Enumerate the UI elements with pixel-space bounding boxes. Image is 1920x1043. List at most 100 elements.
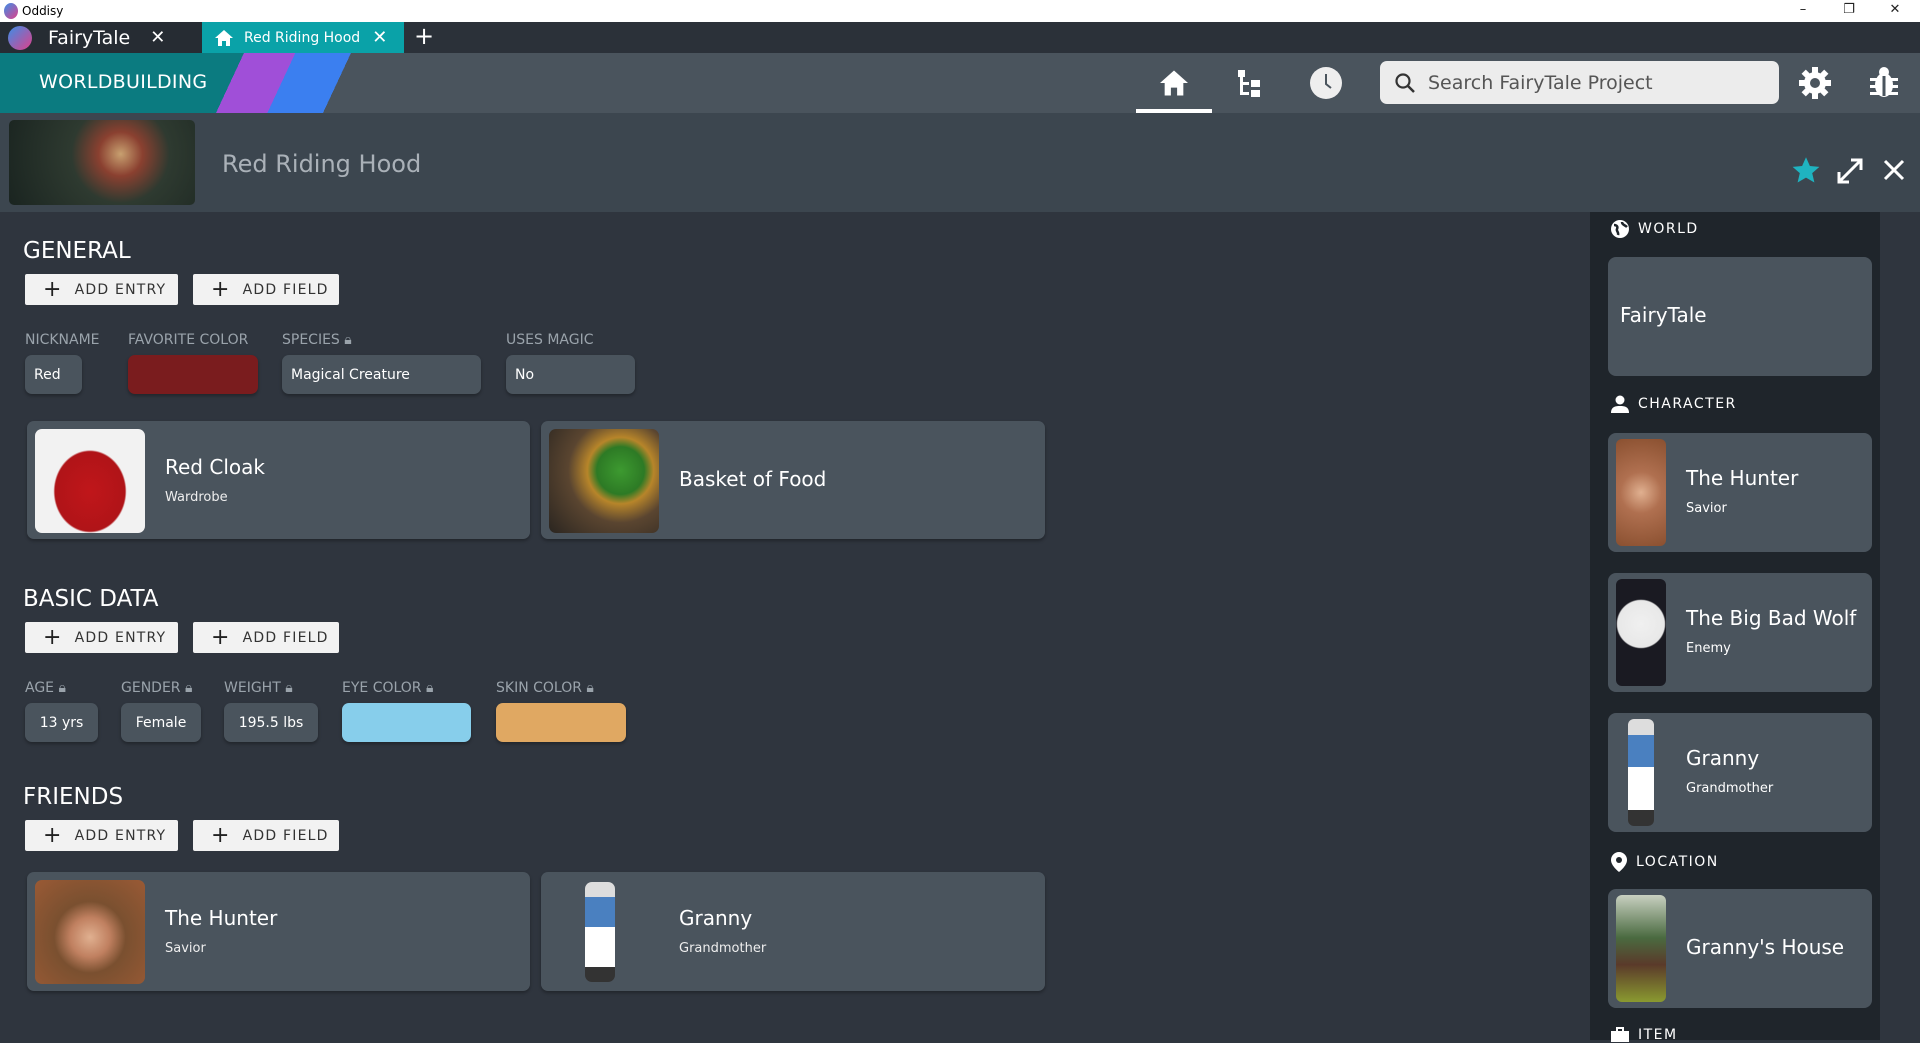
lock-icon: 🔒︎ [285,680,293,696]
home-icon [215,29,233,46]
item-name: Granny's House [1686,935,1845,959]
button-label: ADD ENTRY [74,629,167,646]
eye-color-swatch[interactable] [342,703,471,742]
gender-field[interactable]: Female [121,703,201,742]
sidebar-item-the-big-bad-wolf[interactable]: The Big Bad Wolf Enemy [1608,573,1872,692]
card-name: Basket of Food [679,467,827,491]
section-title: WORLDBUILDING [39,71,208,93]
tab-red-riding-hood[interactable]: Red Riding Hood ✕ [202,22,404,53]
card-the-hunter[interactable]: The Hunter Savior [27,872,530,991]
item-name: Granny [1686,746,1760,770]
weight-field[interactable]: 195.5 lbs [224,703,318,742]
debug-button[interactable] [1862,61,1906,105]
add-field-button[interactable]: +ADD FIELD [193,274,339,305]
granny-image [585,882,615,982]
bug-icon [1870,67,1898,97]
card-basket-of-food[interactable]: Basket of Food [541,421,1045,539]
lock-icon: 🔒︎ [344,332,352,348]
new-tab-button[interactable]: + [414,22,435,50]
card-granny[interactable]: Granny Grandmother [541,872,1045,991]
nickname-field[interactable]: Red [25,355,82,394]
label-text: SPECIES [282,332,340,348]
tab-bar: FairyTale ✕ Red Riding Hood ✕ + [0,22,1920,53]
add-entry-button[interactable]: +ADD ENTRY [25,622,178,653]
hunter-image [35,880,145,984]
heading-text: LOCATION [1636,854,1719,870]
label-text: AGE [25,680,55,696]
sidebar-item-granny[interactable]: Granny Grandmother [1608,713,1872,832]
close-entity-icon[interactable] [1882,158,1906,182]
hunter-thumbnail [1616,439,1666,546]
search-input[interactable]: Search FairyTale Project [1380,61,1779,104]
button-label: ADD FIELD [242,281,329,298]
tab-close-icon[interactable]: ✕ [150,27,166,48]
card-name: Red Cloak [165,455,265,479]
button-label: ADD FIELD [242,629,329,646]
entity-header: Red Riding Hood [0,113,1920,212]
red-cloak-image [35,429,145,533]
add-field-button[interactable]: +ADD FIELD [193,622,339,653]
card-subtitle: Grandmother [679,941,767,956]
item-subtitle: Savior [1686,501,1727,516]
favorite-star-icon[interactable] [1791,156,1821,184]
app-logo-icon [4,3,18,19]
field-label-skin-color: SKIN COLOR 🔒︎ [496,680,594,696]
card-red-cloak[interactable]: Red Cloak Wardrobe [27,421,530,539]
item-subtitle: Grandmother [1686,781,1774,796]
person-icon [1611,395,1629,413]
lock-icon: 🔒︎ [58,680,66,696]
minimize-button[interactable]: – [1799,2,1807,17]
home-button[interactable] [1152,61,1196,105]
skin-color-swatch[interactable] [496,703,626,742]
tab-close-icon[interactable]: ✕ [372,27,388,48]
field-label-uses-magic: USES MAGIC [506,332,594,348]
species-field[interactable]: Magical Creature [282,355,481,394]
active-nav-indicator [1136,109,1212,113]
sidebar-item-the-hunter[interactable]: The Hunter Savior [1608,433,1872,552]
field-label-species: SPECIES 🔒︎ [282,332,352,348]
hierarchy-button[interactable] [1228,61,1272,105]
globe-icon [1611,220,1629,238]
age-field[interactable]: 13 yrs [25,703,98,742]
gear-icon [1799,67,1831,99]
window-titlebar: Oddisy – ❐ ✕ [0,0,1920,22]
basket-of-food-image [549,429,659,533]
sidebar-heading-world: WORLD [1610,219,1699,239]
field-label-nickname: NICKNAME [25,332,100,348]
label-text: EYE COLOR [342,680,422,696]
add-entry-button[interactable]: +ADD ENTRY [25,820,178,851]
add-entry-button[interactable]: +ADD ENTRY [25,274,178,305]
tab-label: Red Riding Hood [244,29,361,46]
field-label-weight: WEIGHT 🔒︎ [224,680,293,696]
card-name: The Hunter [165,906,278,930]
history-button[interactable] [1304,61,1348,105]
briefcase-icon [1611,1027,1629,1042]
sidebar-item-fairytale[interactable]: FairyTale [1608,257,1872,376]
window-title: Oddisy [22,4,64,18]
entity-title[interactable]: Red Riding Hood [222,150,422,178]
clock-icon [1310,67,1342,99]
card-name: Granny [679,906,753,930]
search-icon [1395,72,1415,93]
button-label: ADD ENTRY [74,281,167,298]
section-title-basic-data: BASIC DATA [23,586,159,612]
label-text: SKIN COLOR [496,680,582,696]
section-banner: WORLDBUILDING [0,53,400,113]
tab-fairytale[interactable]: FairyTale ✕ [0,22,202,53]
section-title-general: GENERAL [23,238,131,264]
sidebar-heading-location: LOCATION [1610,851,1719,873]
heading-text: WORLD [1638,221,1699,237]
sidebar-item-grannys-house[interactable]: Granny's House [1608,889,1872,1008]
field-label-eye-color: EYE COLOR 🔒︎ [342,680,433,696]
heading-text: CHARACTER [1638,396,1737,412]
add-field-button[interactable]: +ADD FIELD [193,820,339,851]
field-label-favorite-color: FAVORITE COLOR [128,332,249,348]
settings-button[interactable] [1793,61,1837,105]
favorite-color-swatch[interactable] [128,355,258,394]
entity-portrait-image[interactable] [9,120,195,205]
expand-icon[interactable] [1835,156,1865,186]
window-close-button[interactable]: ✕ [1889,2,1901,17]
button-label: ADD ENTRY [74,827,167,844]
restore-button[interactable]: ❐ [1843,2,1855,17]
uses-magic-field[interactable]: No [506,355,635,394]
